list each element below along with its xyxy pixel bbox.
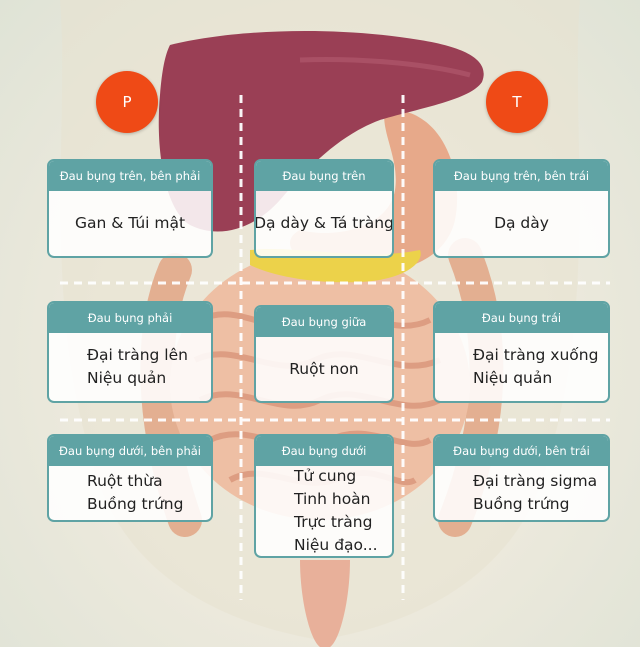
region-title: Đau bụng dưới — [256, 436, 392, 466]
region-upper-right: Đau bụng trên, bên phải Gan & Túi mật — [47, 159, 213, 258]
organ-label: Đại tràng sigma — [473, 472, 598, 490]
organ-label: Tử cung — [294, 467, 357, 485]
right-side-badge: P — [96, 71, 158, 133]
region-middle-right: Đau bụng phải Đại tràng lên Niệu quản — [47, 301, 213, 403]
organ-label: Niệu đạo... — [294, 536, 378, 554]
region-title: Đau bụng trên, bên trái — [435, 161, 608, 191]
region-title: Đau bụng trên, bên phải — [49, 161, 211, 191]
organ-label: Ruột thừa — [87, 472, 163, 490]
organ-label: Buồng trứng — [87, 495, 184, 513]
left-side-badge: T — [486, 71, 548, 133]
region-center: Đau bụng giữa Ruột non — [254, 305, 394, 403]
region-title: Đau bụng dưới, bên phải — [49, 436, 211, 466]
organ-label: Buồng trứng — [473, 495, 570, 513]
organ-label: Dạ dày — [494, 214, 549, 232]
region-lower-left: Đau bụng dưới, bên trái Đại tràng sigma … — [433, 434, 610, 522]
region-title: Đau bụng dưới, bên trái — [435, 436, 608, 466]
organ-label: Đại tràng xuống — [473, 346, 599, 364]
region-middle-left: Đau bụng trái Đại tràng xuống Niệu quản — [433, 301, 610, 403]
region-title: Đau bụng trái — [435, 303, 608, 333]
region-title: Đau bụng phải — [49, 303, 211, 333]
region-lower-right: Đau bụng dưới, bên phải Ruột thừa Buồng … — [47, 434, 213, 522]
right-side-label: P — [122, 93, 132, 111]
left-side-label: T — [512, 93, 522, 111]
region-upper-left: Đau bụng trên, bên trái Dạ dày — [433, 159, 610, 258]
organ-label: Niệu quản — [87, 369, 167, 387]
organ-label: Ruột non — [289, 359, 359, 378]
organ-label: Tinh hoàn — [294, 490, 371, 508]
organ-label: Niệu quản — [473, 369, 553, 387]
organ-label: Trực tràng — [294, 513, 373, 531]
organ-label: Đại tràng lên — [87, 346, 188, 364]
region-upper-middle: Đau bụng trên Dạ dày & Tá tràng — [254, 159, 394, 258]
organ-label: Dạ dày & Tá tràng — [254, 214, 394, 232]
region-title: Đau bụng giữa — [256, 307, 392, 337]
region-lower-middle: Đau bụng dưới Tử cung Tinh hoàn Trực trà… — [254, 434, 394, 558]
region-title: Đau bụng trên — [256, 161, 392, 191]
organ-label: Gan & Túi mật — [74, 214, 186, 232]
